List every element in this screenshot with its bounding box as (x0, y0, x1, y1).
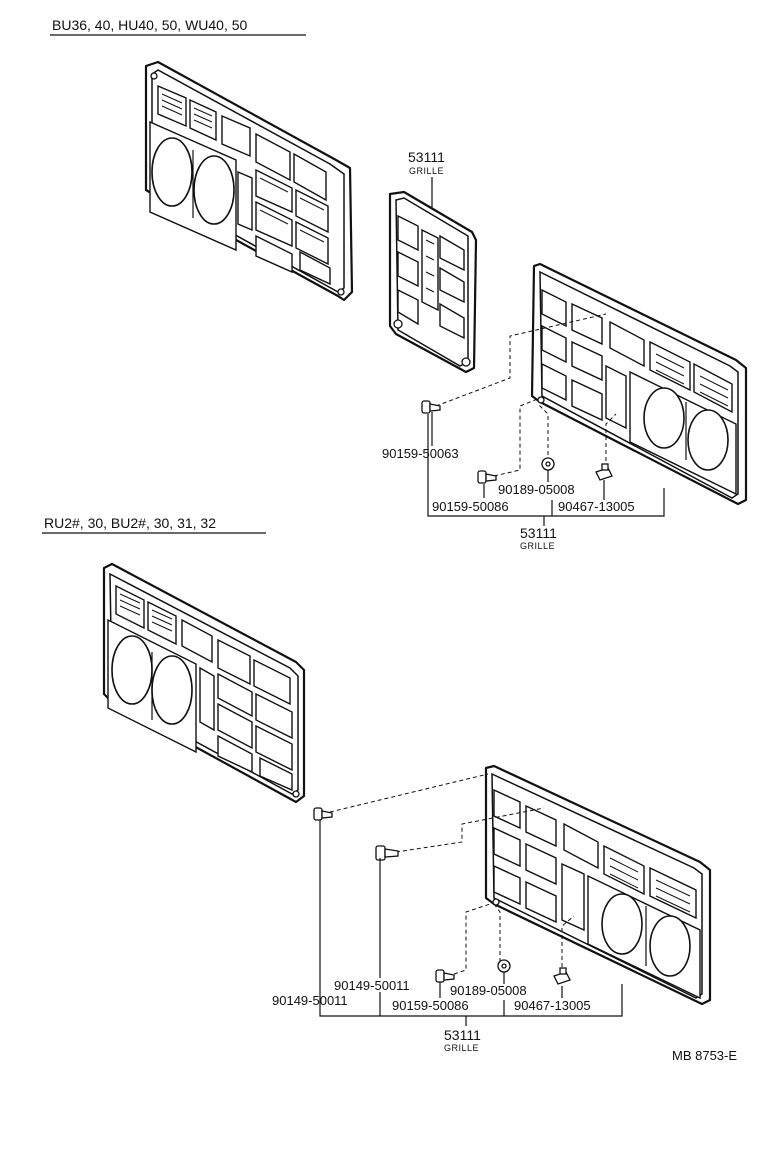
assembly-line-1 (435, 313, 607, 407)
grille-assembly-1 (144, 60, 354, 302)
grille-lower-number-2: 53111 (444, 1027, 481, 1043)
screw-icon (313, 807, 333, 821)
screw-icon (421, 400, 441, 414)
section-1: BU36, 40, HU40, 50, WU40, 50 (50, 17, 748, 551)
bracket-1 (427, 414, 665, 517)
label-clip-2: 90467-13005 (514, 998, 591, 1013)
label-screw-d: 90149-50011 (272, 993, 348, 1008)
assembly-line-3 (493, 397, 541, 477)
grille-upper-number: 53111 (408, 149, 445, 165)
label-nut: 90189-05008 (498, 482, 575, 497)
label-screw-b-2: 90159-50086 (392, 998, 469, 1013)
grille-lower-number: 53111 (520, 525, 557, 541)
label-screw-c: 90149-50011 (334, 978, 410, 993)
screw-icon (477, 470, 497, 484)
assembly-line-8 (453, 903, 491, 975)
grille-assembly-2 (530, 262, 748, 506)
nut-icon (541, 457, 555, 471)
assembly-line-2 (537, 403, 549, 462)
clip-icon (553, 967, 571, 985)
assembly-line-6 (395, 807, 545, 853)
assembly-line-4 (605, 413, 617, 468)
label-screw-b: 90159-50086 (432, 499, 509, 514)
clip-icon (595, 463, 613, 481)
screw-icon (435, 969, 455, 983)
label-clip: 90467-13005 (558, 499, 635, 514)
nut-icon (497, 959, 511, 973)
assembly-line-9 (561, 915, 575, 974)
grille-assembly-4 (484, 764, 712, 1006)
bracket-2 (319, 820, 623, 1017)
section-2: RU2#, 30, BU2#, 30, 31, 32 (42, 515, 712, 1053)
assembly-line-7 (493, 903, 501, 962)
screw-icon (375, 845, 399, 861)
section-2-header: RU2#, 30, BU2#, 30, 31, 32 (44, 515, 216, 531)
section-1-header: BU36, 40, HU40, 50, WU40, 50 (52, 17, 248, 33)
assembly-line-5 (329, 773, 489, 813)
grille-upper-name: GRILLE (409, 166, 444, 176)
grille-insert (388, 190, 478, 374)
label-nut-2: 90189-05008 (450, 983, 527, 998)
figure-code: MB 8753-E (672, 1048, 737, 1063)
label-screw-a: 90159-50063 (382, 446, 459, 461)
grille-lower-name: GRILLE (520, 541, 555, 551)
grille-assembly-3 (102, 562, 306, 804)
grille-lower-name-2: GRILLE (444, 1043, 479, 1053)
